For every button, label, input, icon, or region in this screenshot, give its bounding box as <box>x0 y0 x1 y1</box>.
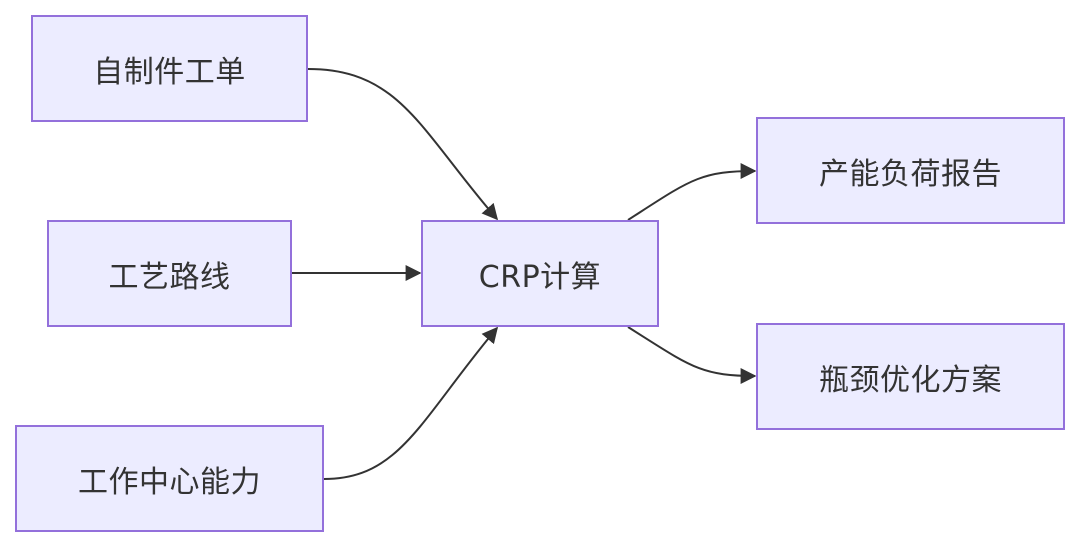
edge-crp-to-load-report <box>627 163 757 221</box>
node-crp-calculation: CRP计算 <box>421 220 659 327</box>
node-label: 工艺路线 <box>108 259 231 295</box>
node-label: CRP计算 <box>478 259 602 295</box>
edge-work-center-to-crp <box>323 326 499 480</box>
edge-crp-to-bottleneck-plan <box>627 326 757 384</box>
node-label: 瓶颈优化方案 <box>819 362 1002 398</box>
node-label: 产能负荷报告 <box>819 156 1002 192</box>
node-label: 自制件工单 <box>93 54 246 90</box>
node-work-center-capacity: 工作中心能力 <box>15 425 324 532</box>
edge-work-order-to-crp <box>307 68 499 221</box>
node-label: 工作中心能力 <box>78 464 261 500</box>
node-routing: 工艺路线 <box>47 220 292 327</box>
node-capacity-load-report: 产能负荷报告 <box>756 117 1065 224</box>
node-self-made-work-order: 自制件工单 <box>31 15 308 122</box>
node-bottleneck-plan: 瓶颈优化方案 <box>756 323 1065 430</box>
